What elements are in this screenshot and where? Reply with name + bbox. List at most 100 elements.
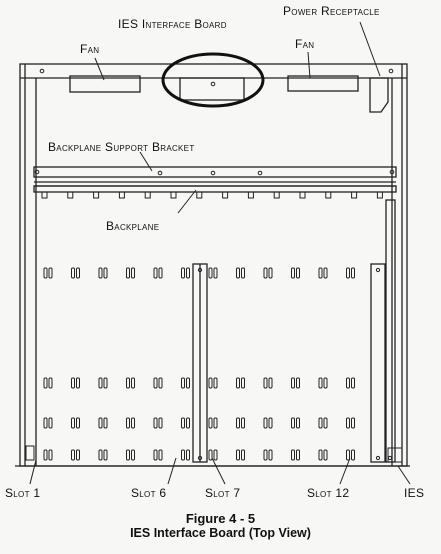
- card-guide-slot: [186, 267, 190, 279]
- leader-slot-1: [29, 459, 37, 485]
- label-power-receptacle: Power Receptacle: [283, 4, 380, 18]
- fan-right-unit: [287, 75, 359, 92]
- card-guide-slot: [241, 417, 245, 429]
- screw-hole: [157, 170, 163, 176]
- card-guide-slot: [296, 377, 300, 389]
- card-guide-slot: [71, 267, 75, 279]
- card-guide-slot: [126, 449, 130, 461]
- card-guide-slot: [291, 449, 295, 461]
- backplane-connector: [273, 191, 280, 199]
- card-guide-slot: [236, 377, 240, 389]
- label-fan-right: Fan: [295, 37, 315, 51]
- backplane-connector: [196, 191, 203, 199]
- slot-12-card: [370, 263, 386, 463]
- card-guide-slot: [241, 267, 245, 279]
- card-guide-slot: [268, 267, 273, 279]
- card-screw: [197, 267, 203, 273]
- leader-ies: [397, 465, 411, 485]
- card-guide-slot: [98, 449, 103, 461]
- card-guide-slot: [346, 449, 350, 461]
- card-guide-slot: [346, 377, 350, 389]
- card-guide-slot: [126, 377, 130, 389]
- backplane-connector: [247, 191, 254, 199]
- card-guide-slot: [181, 377, 185, 389]
- card-guide-slot: [351, 377, 355, 389]
- backplane-connector: [118, 191, 125, 199]
- leader-slot-6: [167, 457, 177, 485]
- card-guide-slot: [158, 377, 163, 389]
- card-screw: [387, 455, 393, 461]
- card-guide-slot: [71, 449, 75, 461]
- figure-number: Figure 4 - 5: [185, 511, 256, 526]
- leader-slot-12: [339, 457, 351, 485]
- ies-connector: [387, 447, 403, 463]
- screw-hole: [210, 81, 216, 87]
- card-guide-slot: [98, 267, 103, 279]
- card-guide-slot: [131, 417, 135, 429]
- card-guide-slot: [296, 267, 300, 279]
- label-slot-1: Slot 1: [5, 486, 41, 500]
- card-guide-slot: [291, 377, 295, 389]
- leader-backplane: [177, 189, 197, 214]
- card-guide-slot: [153, 267, 158, 279]
- card-guide-slot: [181, 417, 185, 429]
- card-guide-slot: [346, 267, 350, 279]
- card-guide-slot: [131, 377, 135, 389]
- card-guide-slot: [296, 449, 300, 461]
- backplane-connector: [41, 191, 48, 199]
- card-guide-slot: [158, 449, 163, 461]
- highlight-ellipse: [161, 52, 265, 108]
- power-receptacle-unit: [369, 77, 389, 113]
- card-guide-slot: [263, 417, 268, 429]
- backplane-connector: [351, 191, 358, 199]
- card-guide-slot: [291, 267, 295, 279]
- card-guide-slot: [43, 417, 48, 429]
- card-guide-slot: [318, 377, 323, 389]
- card-guide-slot: [48, 417, 53, 429]
- backplane-connector: [222, 191, 229, 199]
- card-guide-slot: [241, 449, 245, 461]
- card-guide-slot: [236, 417, 240, 429]
- card-guide-slot: [213, 377, 218, 389]
- leader-slot-7: [211, 457, 226, 485]
- card-guide-slot: [71, 377, 75, 389]
- card-guide-slot: [263, 267, 268, 279]
- figure-title: IES Interface Board (Top View): [130, 526, 311, 540]
- backplane-connector: [325, 191, 332, 199]
- card-guide-slot: [318, 417, 323, 429]
- card-guide-slot: [263, 449, 268, 461]
- chassis-frame: [19, 63, 408, 467]
- card-guide-slot: [48, 449, 53, 461]
- label-slot-6: Slot 6: [131, 486, 167, 500]
- card-guide-slot: [76, 449, 80, 461]
- label-slot-12: Slot 12: [307, 486, 350, 500]
- card-guide-slot: [236, 267, 240, 279]
- card-guide-slot: [208, 417, 213, 429]
- card-guide-slot: [208, 377, 213, 389]
- card-guide-slot: [291, 417, 295, 429]
- card-guide-slot: [126, 267, 130, 279]
- screw-hole: [389, 169, 395, 175]
- label-slot-7: Slot 7: [205, 486, 241, 500]
- card-guide-slot: [43, 377, 48, 389]
- card-guide-slot: [43, 449, 48, 461]
- backplane-connector: [299, 191, 306, 199]
- card-guide-slot: [48, 377, 53, 389]
- card-guide-slot: [268, 417, 273, 429]
- card-guide-slot: [98, 377, 103, 389]
- ies-card: [385, 199, 396, 463]
- card-guide-slot: [323, 267, 328, 279]
- card-guides-and-screws: [25, 68, 403, 463]
- card-guide-slot: [131, 267, 135, 279]
- screw-hole: [257, 170, 263, 176]
- card-guide-slot: [263, 377, 268, 389]
- card-guide-slot: [268, 377, 273, 389]
- card-guide-slot: [103, 417, 108, 429]
- leader-fan-left: [94, 57, 105, 81]
- card-guide-slot: [296, 417, 300, 429]
- card-screw: [197, 455, 203, 461]
- card-guide-slot: [268, 449, 273, 461]
- card-guide-slot: [236, 449, 240, 461]
- card-guide-slot: [153, 417, 158, 429]
